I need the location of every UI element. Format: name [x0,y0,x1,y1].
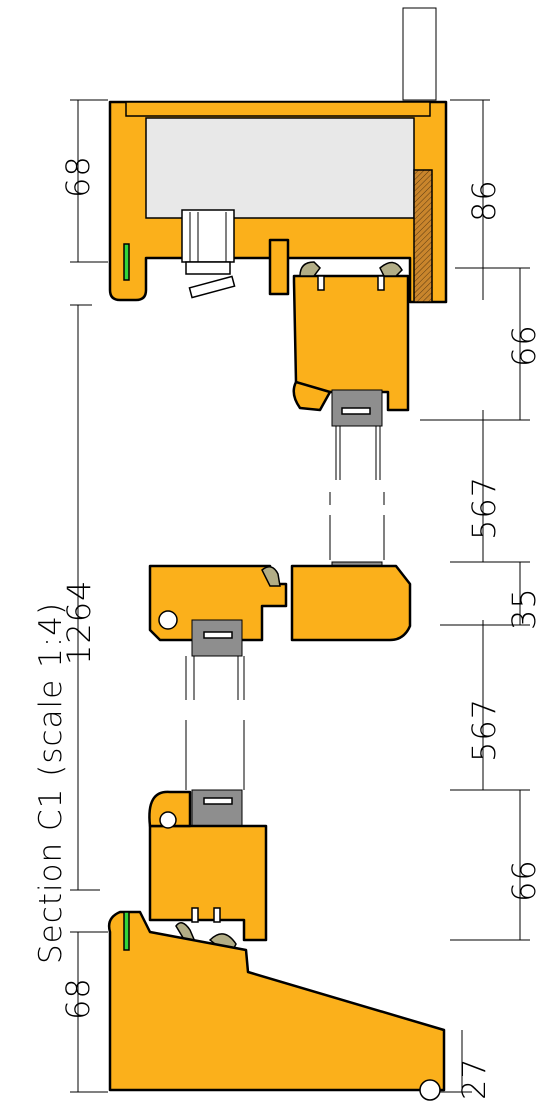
dim-66-top: 66 [505,324,543,367]
dim-68-top: 68 [59,155,97,198]
dim-567-top: 567 [465,475,503,540]
sill-frame [107,910,446,1101]
dim-66-bottom: 66 [505,859,543,902]
dim-35: 35 [505,587,543,630]
top-sash [292,261,410,560]
dim-27: 27 [455,1057,493,1100]
dim-86: 86 [465,179,503,222]
dim-68-bottom: 68 [59,977,97,1020]
bottom-sash [148,789,268,958]
dim-567-bottom: 567 [465,697,503,762]
meeting-rails [148,561,412,790]
dim-1264: 1264 [60,579,98,665]
dimension-lines [70,7,530,1093]
head-frame [108,100,448,304]
section-title: Section C1 (scale 1:4) [33,601,69,964]
